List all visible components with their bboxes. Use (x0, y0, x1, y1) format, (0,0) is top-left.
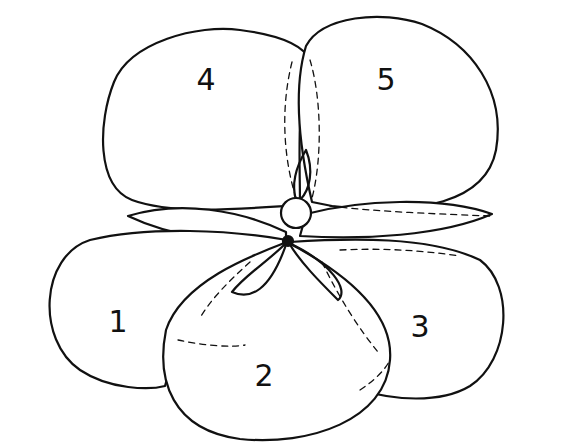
callout-number: 2 (254, 361, 273, 391)
hidden-edge (310, 60, 319, 198)
inner-lobe (232, 242, 287, 295)
petal-outline (299, 17, 498, 209)
inner-lobe (289, 243, 341, 300)
petal-outline (103, 29, 310, 210)
flower-centre (281, 198, 311, 228)
callout-number: 3 (410, 312, 429, 342)
petal-outline (300, 202, 492, 237)
inner-lobe (294, 150, 310, 200)
callout-number: 1 (108, 307, 127, 337)
callout-number: 5 (376, 65, 395, 95)
centre-dot (283, 236, 293, 246)
hidden-edge (330, 206, 490, 216)
hidden-edge (178, 340, 245, 346)
hidden-edge (285, 62, 296, 198)
hidden-edge (360, 360, 390, 390)
hidden-edge (322, 262, 378, 352)
petal-outline (163, 242, 390, 440)
hidden-edge (340, 249, 460, 256)
hidden-edge (200, 262, 250, 318)
callout-number: 4 (196, 65, 215, 95)
